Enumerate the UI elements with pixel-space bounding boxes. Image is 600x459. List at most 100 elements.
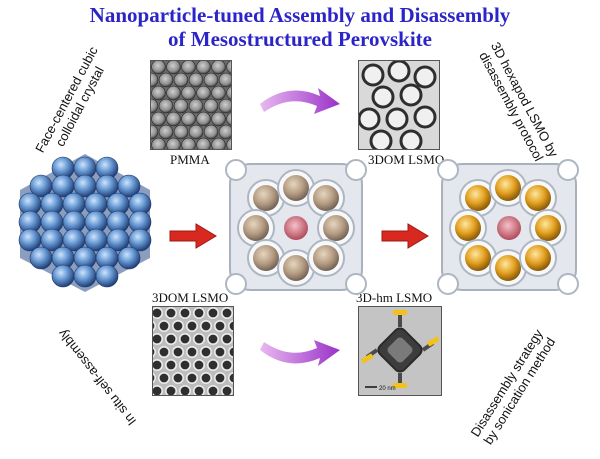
- pmma-sphere: [151, 124, 159, 140]
- gold-nanoparticle: [495, 175, 521, 201]
- colloidal-sphere: [73, 264, 97, 288]
- purple-curved-arrow-icon-2: [260, 340, 340, 366]
- macropore: [153, 385, 163, 395]
- pmma-sphere: [173, 72, 189, 88]
- macropore: [158, 345, 170, 358]
- macropore: [213, 345, 226, 358]
- macropore: [158, 320, 170, 332]
- 3dom-bottom-caption: 3DOM LSMO: [152, 290, 229, 305]
- pmma-sphere: [218, 72, 231, 88]
- colloidal-sphere: [29, 246, 53, 270]
- pmma-sphere: [211, 85, 226, 101]
- pmma-sphere: [188, 98, 204, 114]
- gold-nanoparticle: [465, 185, 491, 211]
- pmma-sphere: [196, 61, 211, 75]
- pmma-sphere: [203, 98, 219, 114]
- 3dom-top-caption: 3DOM LSMO: [368, 152, 445, 167]
- pmma-sphere: [226, 138, 231, 149]
- pmma-sphere: [211, 61, 226, 75]
- pmma-sphere: [151, 98, 159, 114]
- gold-nanoparticle: [525, 245, 551, 271]
- macropore: [228, 320, 233, 332]
- brown-nanoparticle: [283, 255, 309, 281]
- macropore: [199, 320, 212, 332]
- pmma-sphere: [196, 85, 211, 101]
- red-arrow-icon: [169, 223, 217, 249]
- figure-title-line-1: Nanoparticle-tuned Assembly and Disassem…: [89, 3, 511, 27]
- macropore: [192, 358, 205, 371]
- yellow-marker-right: [427, 336, 440, 347]
- pmma-sphere: [226, 86, 231, 100]
- macropore: [413, 65, 437, 89]
- macropore: [153, 346, 156, 358]
- brown-nanoparticle: [243, 215, 269, 241]
- pmma-sphere: [173, 98, 189, 114]
- pmma-sphere: [151, 137, 166, 149]
- colloidal-sphere: [117, 174, 141, 198]
- yellow-marker-bottom: [393, 383, 407, 388]
- colloidal-sphere: [95, 264, 119, 288]
- macropore: [153, 372, 156, 384]
- pmma-sphere: [158, 98, 174, 114]
- pmma-caption: PMMA: [170, 152, 210, 167]
- pmma-sphere: [203, 72, 219, 88]
- macropore: [178, 332, 191, 345]
- macropore: [221, 333, 233, 345]
- pmma-sphere: [196, 137, 211, 149]
- brown-nanoparticle: [283, 175, 309, 201]
- brown-nanoparticle: [253, 245, 279, 271]
- macropore: [371, 85, 395, 109]
- macropore: [178, 358, 191, 371]
- macropore: [165, 385, 177, 395]
- macropore: [171, 345, 184, 358]
- yellow-marker-left: [361, 353, 374, 364]
- fcc-label: Face-centered cubic colloidal crystal: [29, 39, 117, 168]
- pmma-sphere: [166, 137, 181, 149]
- macropore: [221, 385, 233, 395]
- macropore: [153, 307, 163, 319]
- brown-nanoparticle: [313, 185, 339, 211]
- macropore: [165, 332, 177, 345]
- pmma-micrograph: [150, 60, 232, 150]
- macropore: [221, 359, 233, 371]
- pmma-sphere: [173, 124, 189, 140]
- macropore: [387, 61, 411, 83]
- gold-nanoparticle: [535, 215, 561, 241]
- colloidal-sphere: [51, 264, 75, 288]
- macropore: [179, 385, 191, 395]
- fcc-colloidal-crystal: [18, 154, 152, 292]
- colloidal-sphere: [128, 228, 152, 252]
- pmma-sphere: [151, 72, 159, 88]
- macropore: [199, 372, 212, 385]
- macropore: [361, 63, 385, 87]
- macropore: [192, 307, 205, 319]
- macropore: [206, 358, 219, 371]
- pmma-sphere-pattern: [151, 61, 231, 149]
- macropore: [185, 345, 198, 358]
- pmma-sphere: [188, 124, 204, 140]
- 3dom-top-pattern: [359, 61, 437, 149]
- pmma-sphere: [226, 61, 231, 74]
- central-pink-nanoparticle-right: [497, 216, 521, 240]
- macropore: [158, 372, 170, 385]
- colloidal-sphere: [117, 246, 141, 270]
- macropore: [153, 333, 163, 345]
- disassembly-label: Disassembly strategy by sonication metho…: [461, 315, 566, 458]
- 3dhm-caption: 3D-hm LSMO: [356, 290, 433, 305]
- macropore: [171, 372, 184, 385]
- pmma-sphere: [181, 85, 196, 101]
- pmma-sphere: [203, 124, 219, 140]
- 3d-hexapod-lsmo-model: [437, 159, 579, 295]
- macropore: [153, 359, 163, 371]
- macropore: [165, 307, 177, 319]
- 3dom-bottom-pattern: [153, 307, 233, 395]
- macropore: [228, 372, 233, 384]
- hexapod-label: 3D hexapod LSMO by disassembly protocol: [472, 34, 564, 172]
- macropore: [185, 320, 198, 332]
- pmma-sphere: [158, 72, 174, 88]
- macropore: [199, 345, 212, 358]
- macropore: [165, 358, 177, 371]
- macropore: [153, 320, 156, 332]
- gold-nanoparticle: [455, 215, 481, 241]
- macropore: [399, 83, 423, 107]
